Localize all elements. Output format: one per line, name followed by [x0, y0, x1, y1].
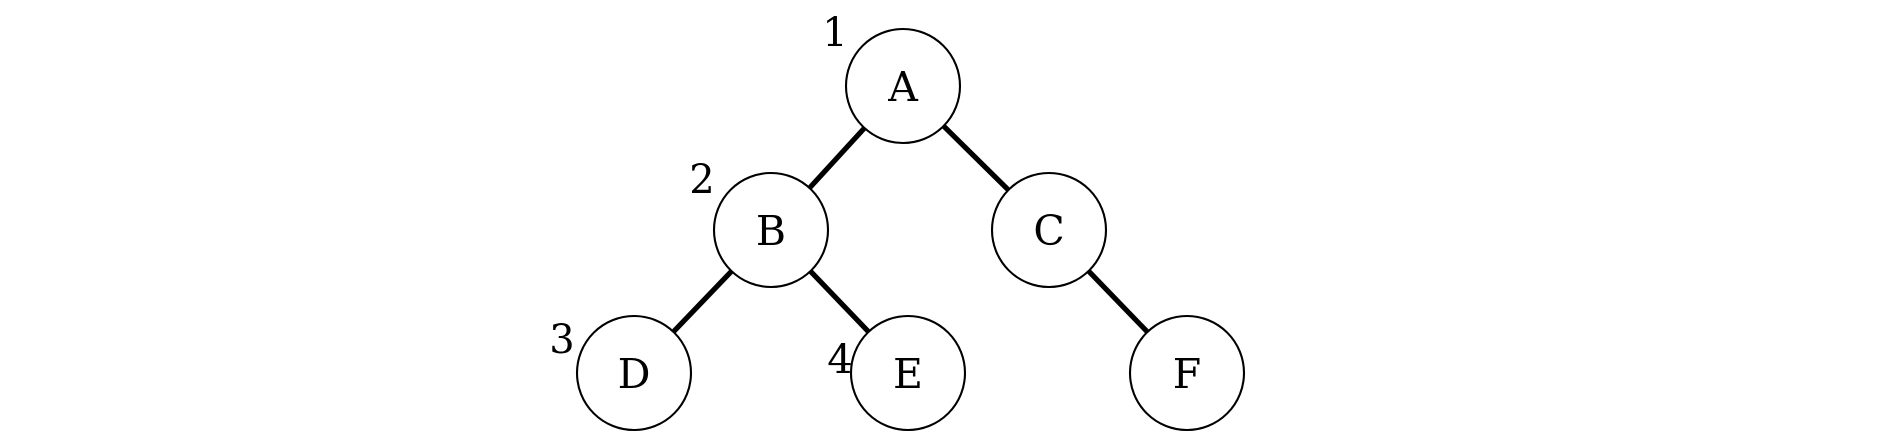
node-label-c: C [1033, 207, 1064, 255]
node-circle-d[interactable] [575, 314, 693, 432]
tree-node-b[interactable]: B2 [689, 157, 830, 289]
tree-node-d[interactable]: D3 [549, 314, 693, 432]
tree-node-a[interactable]: A1 [822, 10, 962, 145]
node-index-d: 3 [549, 317, 574, 363]
tree-edge-a-b [807, 126, 867, 190]
node-circle-b[interactable] [712, 171, 830, 289]
tree-edge-c-f [1086, 269, 1150, 334]
node-index-e: 4 [827, 337, 852, 383]
tree-node-f[interactable]: F [1128, 314, 1246, 432]
node-circle-e[interactable] [849, 314, 967, 432]
edge-layer [671, 124, 1150, 334]
tree-node-e[interactable]: E4 [827, 314, 967, 432]
node-circle-f[interactable] [1128, 314, 1246, 432]
node-label-f: F [1173, 350, 1201, 398]
node-index-b: 2 [689, 157, 714, 203]
node-label-b: B [756, 207, 786, 255]
node-circle-a[interactable] [844, 27, 962, 145]
tree-edge-b-e [808, 269, 871, 334]
node-circle-c[interactable] [990, 171, 1108, 289]
node-label-d: D [618, 350, 651, 398]
node-label-e: E [893, 350, 923, 398]
tree-node-c[interactable]: C [990, 171, 1108, 289]
tree-edge-b-d [671, 269, 734, 334]
node-index-a: 1 [822, 10, 847, 56]
node-label-a: A [887, 63, 919, 111]
tree-edge-a-c [941, 124, 1011, 192]
